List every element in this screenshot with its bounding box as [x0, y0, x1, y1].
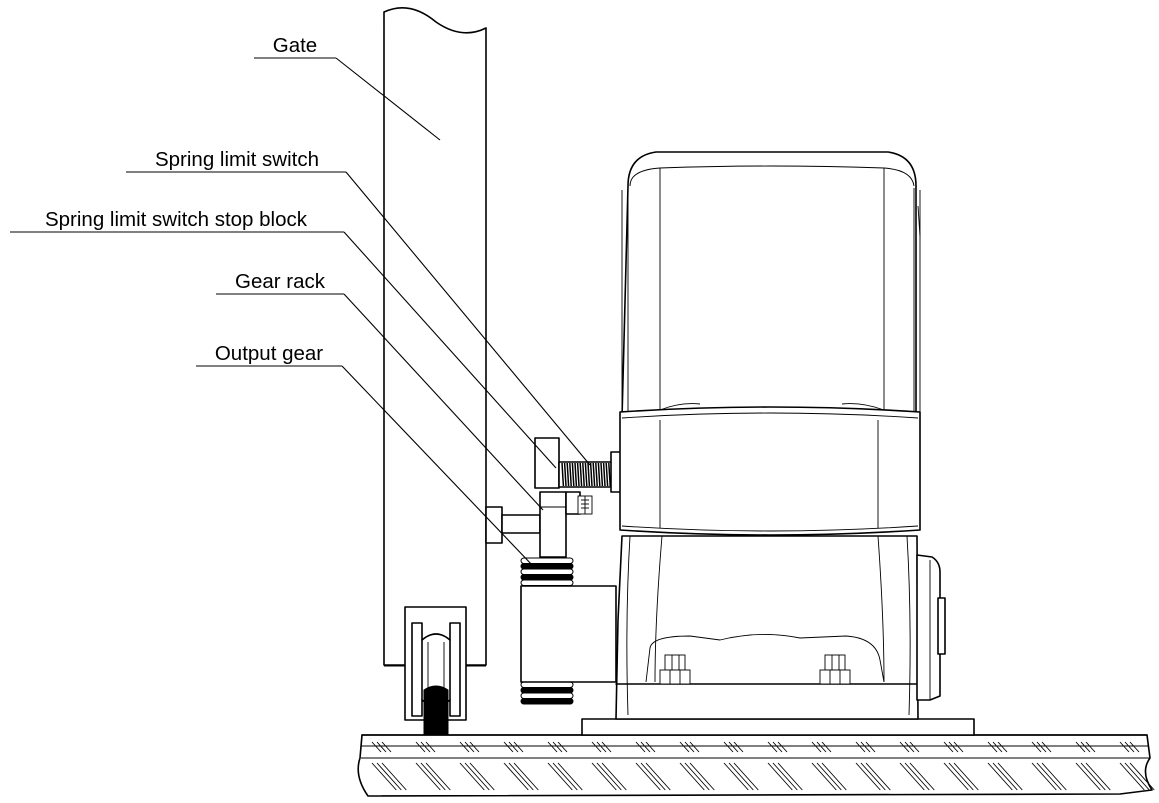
- label-spring-limit-switch: Spring limit switch: [155, 148, 319, 171]
- gate-leaf: [383, 6, 487, 667]
- output-gear: [520, 557, 617, 705]
- ground-foundation: [357, 734, 1155, 797]
- base-plate: [581, 718, 975, 736]
- spring-limit-switch: [534, 437, 622, 493]
- bolt-left: [659, 654, 691, 685]
- motor-housing: [615, 151, 946, 720]
- label-stop-block: Spring limit switch stop block: [45, 208, 308, 231]
- label-output-gear: Output gear: [215, 342, 323, 365]
- gate-guide-wheel: [404, 606, 467, 736]
- label-gate: Gate: [273, 34, 317, 57]
- stop-block-bracket: [485, 491, 593, 558]
- bolt-right: [819, 654, 851, 685]
- label-gear-rack: Gear rack: [235, 270, 326, 293]
- leader-lines: [10, 57, 591, 568]
